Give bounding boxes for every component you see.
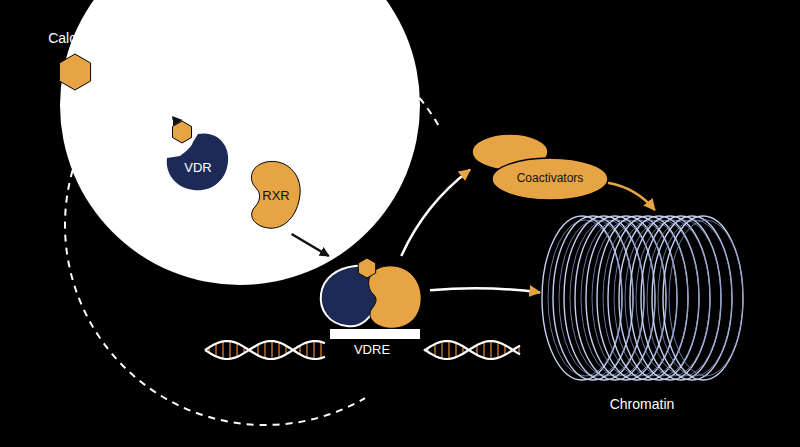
ligand: Calcitriol [40,26,130,90]
node-label: RXR [262,189,289,204]
dna-strand [205,341,325,359]
arrow-connector [608,183,655,210]
base-pair [222,341,223,358]
vdre-segment [330,329,420,339]
base-pair [229,341,230,359]
nucleus [60,0,420,285]
receptor-rxr: RXR [242,158,304,234]
base-pair [455,343,456,357]
cell-membrane [65,25,438,425]
arrow-connector [95,90,182,121]
receptor-vdr: VDR [160,120,232,194]
vdr-rxr-complex: VDRE [315,256,430,360]
base-pair [441,342,442,359]
node-label: VDRE [354,343,390,358]
base-pair [497,342,498,358]
base-pair [490,341,491,359]
coactivators: Coactivators [470,128,612,204]
base-pair [264,342,265,358]
chromatin-shape [540,210,745,416]
base-pair [448,341,449,359]
dna-helix [205,341,520,359]
coactivators-shape [470,128,612,204]
receptor-vdr-shape [160,120,232,194]
base-pair [320,342,321,358]
base-pair [434,344,435,356]
node-label: Coactivators [517,172,584,186]
base-pair [306,342,307,357]
arrow-connector [430,288,540,292]
base-pair [483,342,484,358]
node-label: Chromatin [610,396,675,412]
arrow-connector [401,170,470,256]
base-pair [215,344,216,357]
base-pair [278,342,279,357]
node-label: VDR [184,161,211,176]
dna-strand [424,341,520,359]
node-label: Calcitriol [48,30,102,46]
dna-strand [205,341,325,359]
base-pair [271,341,272,359]
base-pair [313,341,314,359]
dna-strand [424,341,520,359]
arrow-connector [292,234,329,256]
base-pair [257,345,258,356]
base-pair [236,343,237,357]
chromatin: Chromatin [540,210,745,416]
